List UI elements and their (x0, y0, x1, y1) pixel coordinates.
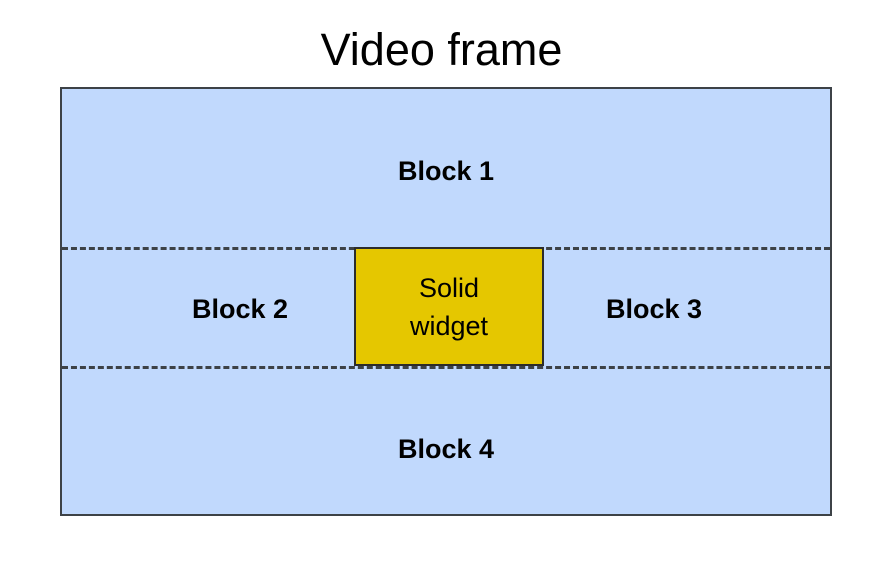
block-divider-bottom (62, 366, 830, 369)
block-3-label: Block 3 (605, 294, 703, 324)
page-title: Video frame (320, 24, 563, 75)
solid-widget-label-line-1: Solid (418, 272, 480, 303)
solid-widget-label: Solid widget (356, 269, 542, 345)
block-2-label: Block 2 (191, 294, 289, 324)
solid-widget-rectangle: Solid widget (354, 247, 544, 366)
block-1-label: Block 1 (397, 156, 495, 186)
solid-widget-label-line-2: widget (409, 310, 489, 341)
block-4-label: Block 4 (397, 434, 495, 464)
video-frame-rectangle: Block 1 Block 2 Block 3 Block 4 Solid wi… (60, 87, 832, 516)
